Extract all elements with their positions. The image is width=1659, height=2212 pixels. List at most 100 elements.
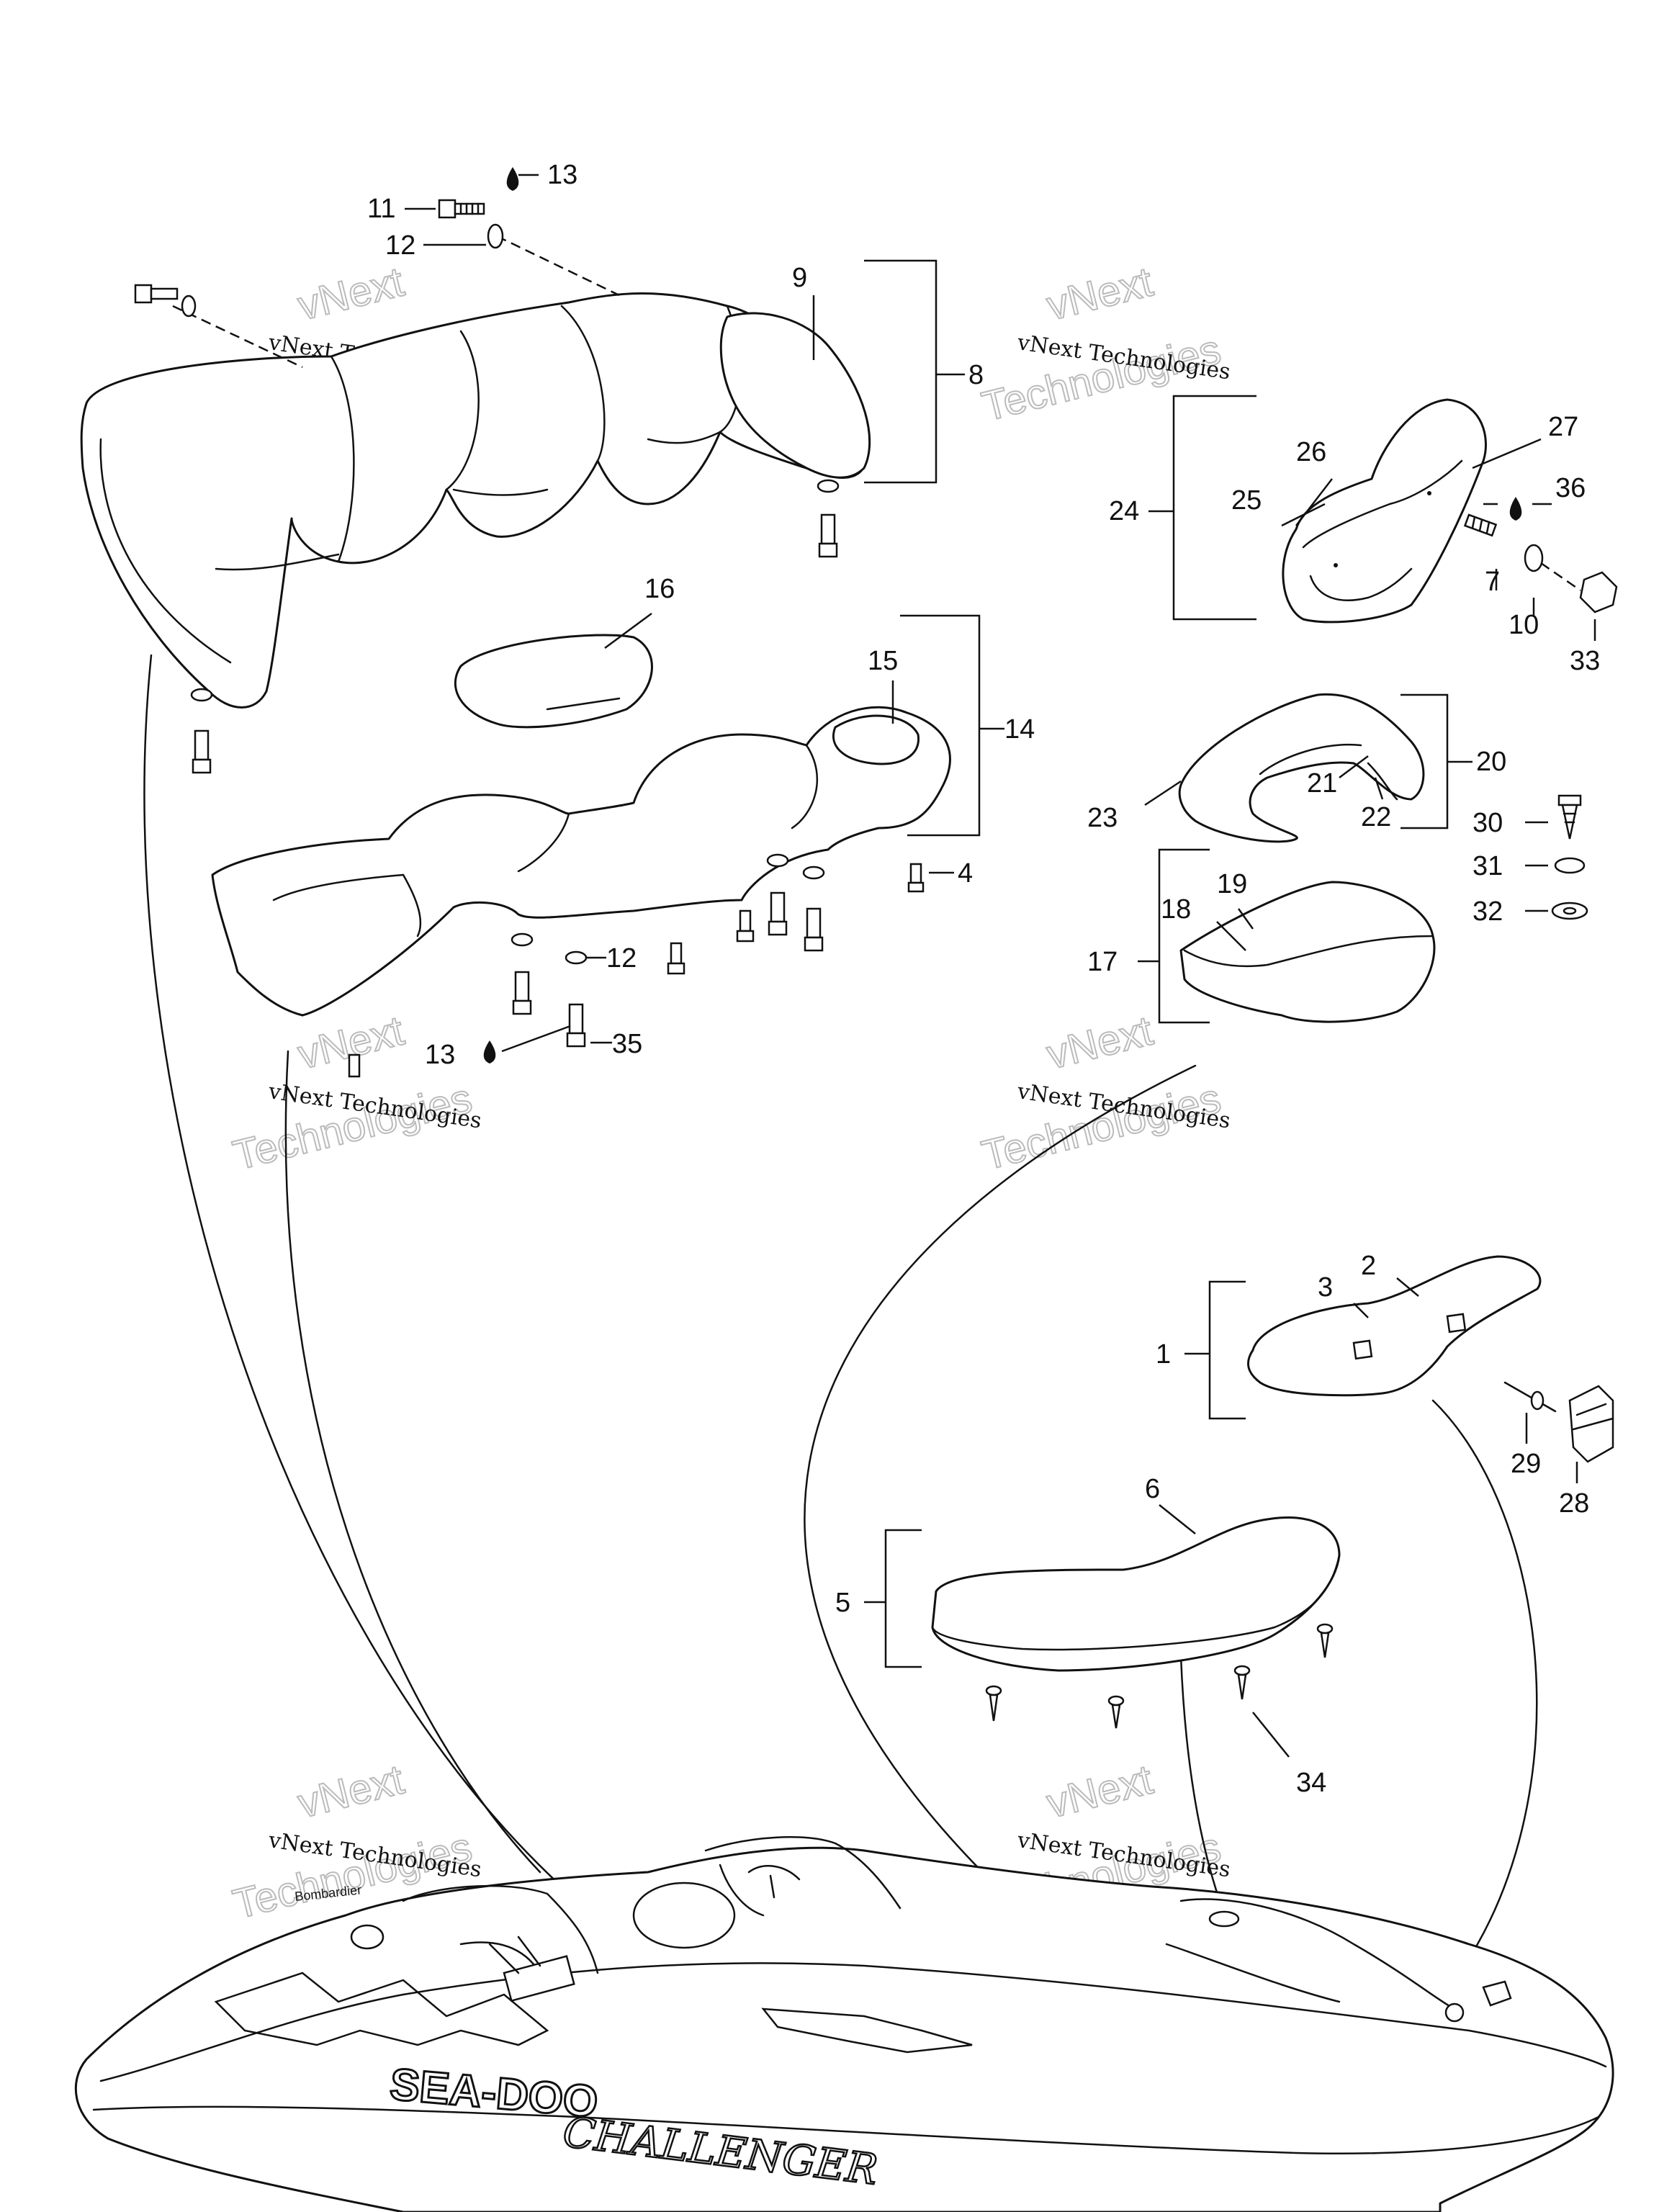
callout-18: 18 (1161, 894, 1191, 925)
watermark-mid-right: vNext Technologies vNext Technologies (976, 1007, 1231, 1180)
callout-8: 8 (968, 360, 984, 390)
watermark-vnext: vNext (293, 258, 408, 330)
watermark-top-right: vNext Technologies vNext Technologies (976, 258, 1231, 431)
headrest-assembly-20[interactable] (1144, 693, 1425, 843)
callout-20: 20 (1476, 747, 1506, 777)
throttle-levers (488, 1936, 541, 1974)
assembly-curve-console (804, 1064, 1197, 1974)
callout-2: 2 (1361, 1251, 1376, 1281)
callout-36: 36 (1555, 473, 1586, 503)
callout-16: 16 (644, 574, 675, 604)
callout-34: 34 (1296, 1768, 1326, 1798)
callout-13-mid: 13 (425, 1040, 455, 1070)
rear-seat-backrest-9 (719, 312, 871, 479)
assembly-line-top (496, 235, 620, 297)
hull-gunwale (99, 1962, 1607, 2082)
callout-29: 29 (1511, 1449, 1541, 1479)
front-seat-cover (211, 706, 951, 1017)
callout-7: 7 (1485, 567, 1500, 597)
bracket-20 (1401, 693, 1473, 830)
callout-12-mid: 12 (606, 943, 637, 974)
console-cushion-assembly-5[interactable] (931, 1504, 1341, 1758)
rear-seat-bottom-hardware (190, 479, 840, 774)
bracket-14 (900, 614, 1004, 837)
callout-1: 1 (1156, 1339, 1171, 1370)
rear-seat-pleat-3 (560, 305, 606, 462)
callout-15: 15 (868, 646, 898, 676)
fuel-cap (1444, 2002, 1465, 2023)
hull-stripe-1 (214, 1972, 549, 2046)
rear-seat-top-hardware[interactable] (134, 167, 620, 369)
bracket-24 (1148, 395, 1256, 621)
side-handle-assembly-24[interactable] (1281, 398, 1618, 641)
callout-12-top: 12 (385, 230, 415, 261)
callout-5: 5 (835, 1588, 850, 1618)
callout-19: 19 (1217, 869, 1247, 899)
bombardier-emblem (350, 1924, 385, 1950)
nut-33 (1579, 571, 1618, 613)
callout-22: 22 (1361, 802, 1391, 832)
assembly-curve-rear-seat (143, 654, 563, 1888)
rear-deck (1165, 1898, 1456, 2010)
washer-10 (1524, 544, 1544, 572)
deck-fitting (1208, 1910, 1240, 1928)
callout-30: 30 (1473, 808, 1503, 838)
adhesive-drop-icon (506, 167, 519, 191)
watermark-mid-left: vNext Technologies vNext Technologies (228, 1007, 482, 1180)
clip-28 (1568, 1385, 1614, 1463)
bracket-5 (864, 1529, 922, 1668)
mooring-cleat (1482, 1980, 1512, 2007)
callout-6: 6 (1145, 1474, 1160, 1504)
seat-pad-16[interactable] (454, 612, 653, 729)
assembly-curve-grab-handle (1431, 1399, 1538, 1982)
assembly-curve-front-seat (284, 1050, 541, 1874)
callout-32: 32 (1473, 896, 1503, 927)
console-windscreen (747, 1865, 801, 1899)
rivet-29 (1503, 1381, 1557, 1413)
hull-gunwale-lower (92, 2105, 1600, 2155)
bracket-1 (1184, 1280, 1246, 1420)
callout-3: 3 (1318, 1272, 1333, 1303)
rear-seat-pleat-2 (445, 330, 480, 491)
boat-hull: SEA-DOO CHALLENGER Bombardier (74, 1836, 1614, 2212)
callout-27: 27 (1548, 412, 1578, 442)
callout-11: 11 (367, 194, 395, 224)
callout-31: 31 (1473, 851, 1503, 881)
watermark-vnext: vNext (1042, 258, 1157, 330)
assembly-line-left (172, 305, 303, 369)
adhesive-drop-icon (483, 1040, 496, 1064)
hull-stripe-2 (761, 2008, 973, 2054)
watermark-vnext: vNext (293, 1756, 408, 1827)
stud-7 (1463, 513, 1498, 537)
front-seat-backrest-15 (832, 714, 920, 765)
front-seat-hardware (348, 853, 954, 1078)
hull-outline (74, 1846, 1614, 2212)
callout-labels: 13 11 12 9 8 27 26 36 25 24 7 10 33 16 1… (367, 160, 1600, 1798)
callout-9: 9 (792, 263, 807, 293)
washer-12 (487, 223, 504, 249)
grab-handle-assembly-1[interactable] (1246, 1255, 1614, 1483)
cushion-assembly-17[interactable] (1179, 881, 1436, 1023)
deck-seat-front (704, 1836, 902, 1917)
leader-16 (604, 612, 652, 649)
callout-35: 35 (612, 1029, 642, 1059)
callout-10: 10 (1509, 610, 1539, 640)
lock-washer-31 (1554, 857, 1586, 874)
rear-seat-pleat-1 (330, 355, 355, 563)
front-seat-assembly[interactable] (211, 680, 951, 1017)
callout-28: 28 (1559, 1488, 1589, 1519)
callout-33: 33 (1570, 646, 1600, 676)
rear-seat-assembly[interactable] (80, 292, 871, 709)
bracket-17 (1138, 848, 1210, 1024)
adhesive-drop-icon (1509, 497, 1522, 521)
callout-13-top: 13 (547, 160, 577, 190)
rear-seat-cover (80, 292, 868, 709)
bolt-left (134, 284, 197, 318)
callout-24: 24 (1109, 496, 1139, 526)
watermark-vnext: vNext (1042, 1756, 1157, 1827)
callout-21: 21 (1307, 768, 1337, 799)
callout-4: 4 (958, 858, 973, 889)
rear-seat-inner-lip (99, 438, 232, 664)
hardware-30-31-32 (1525, 794, 1588, 920)
